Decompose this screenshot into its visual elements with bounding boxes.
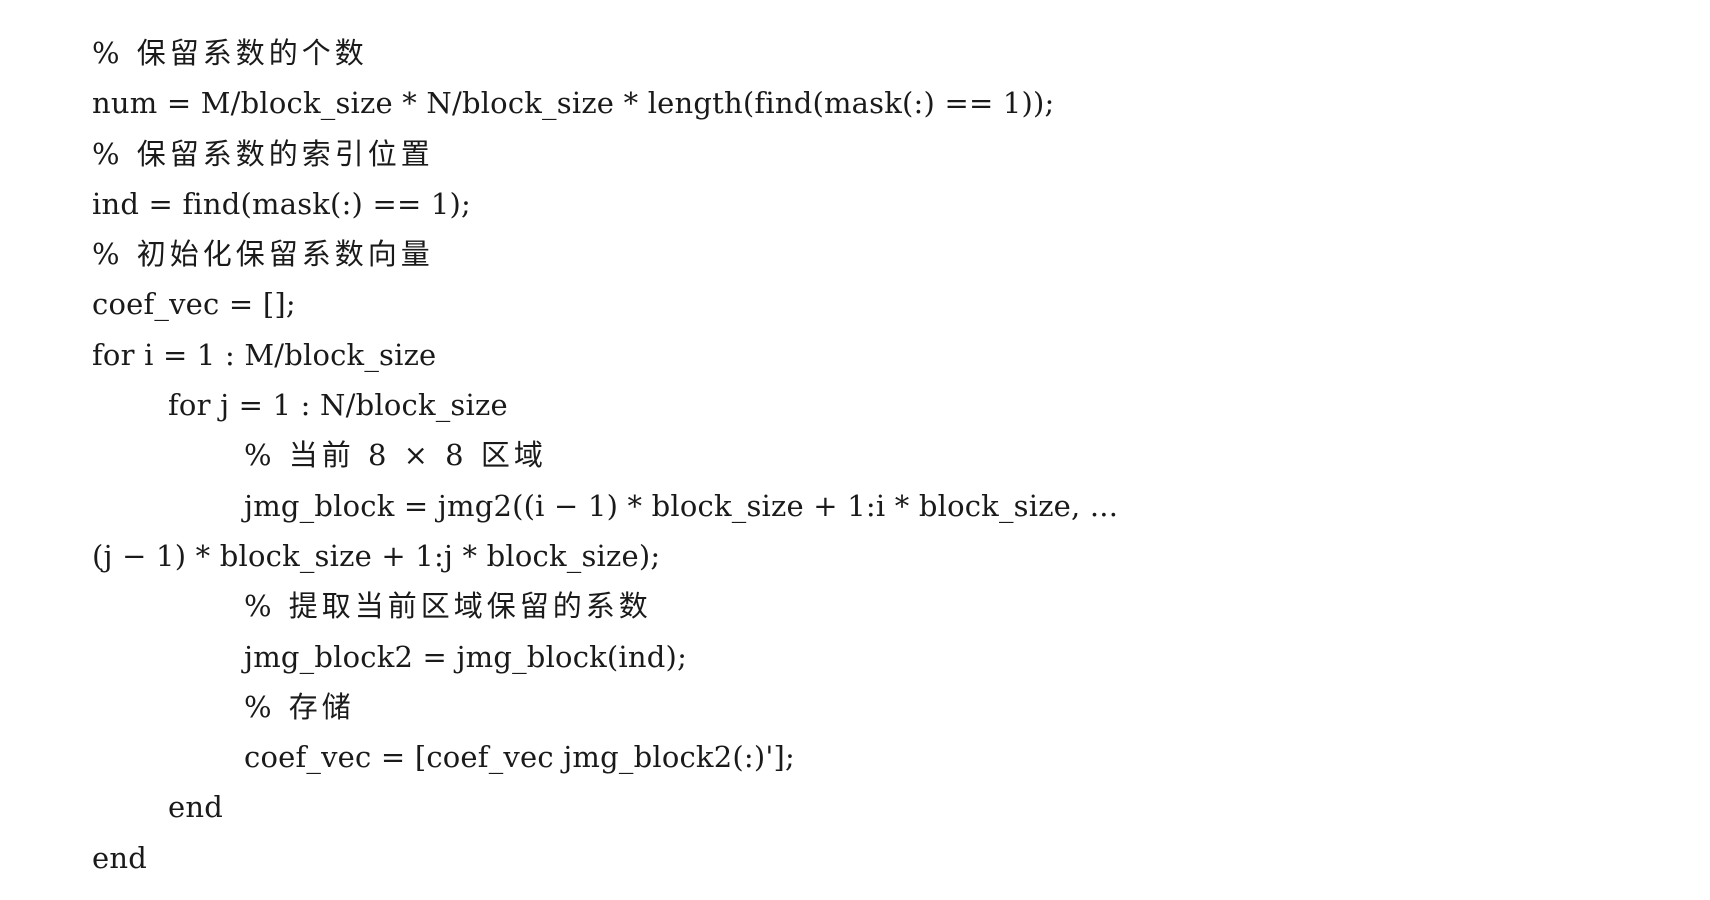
code-line: end (168, 790, 224, 825)
code-line: % 保留系数的索引位置 (92, 136, 434, 171)
code-line: for j = 1 : N/block_size (168, 388, 508, 423)
code-line: jmg_block = jmg2((i − 1) * block_size + … (244, 488, 1119, 523)
code-line: % 初始化保留系数向量 (92, 237, 434, 272)
code-line: for i = 1 : M/block_size (92, 337, 437, 372)
code-line: % 当前 8 × 8 区域 (244, 438, 547, 473)
code-line: coef_vec = []; (92, 287, 296, 322)
code-line: ind = find(mask(:) == 1); (92, 186, 472, 221)
code-line: num = M/block_size * N/block_size * leng… (92, 86, 1055, 121)
code-listing: % 保留系数的个数 num = M/block_size * N/block_s… (92, 28, 1118, 883)
code-line: coef_vec = [coef_vec jmg_block2(:)']; (244, 740, 796, 775)
code-line: end (92, 840, 148, 875)
code-line: jmg_block2 = jmg_block(ind); (244, 639, 688, 674)
code-line: % 提取当前区域保留的系数 (244, 589, 652, 624)
code-line: % 存储 (244, 689, 355, 724)
code-line: (j − 1) * block_size + 1:j * block_size)… (92, 538, 661, 573)
code-line: % 保留系数的个数 (92, 36, 368, 70)
